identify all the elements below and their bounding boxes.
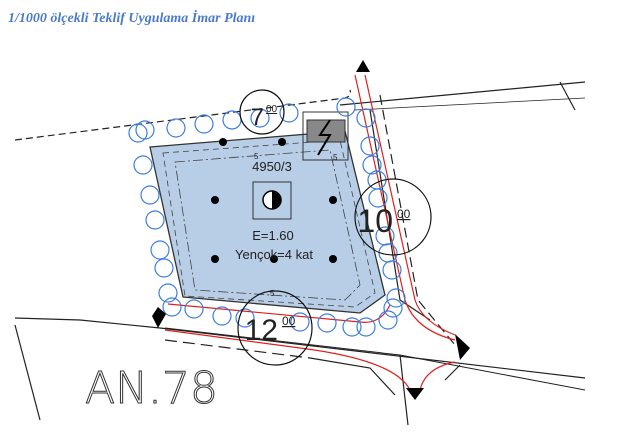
transformer-icon <box>302 111 349 161</box>
svg-text:00: 00 <box>266 104 278 115</box>
svg-text:00: 00 <box>397 207 411 221</box>
svg-text:12: 12 <box>245 314 278 347</box>
road-width-10: 10 00 <box>354 178 432 256</box>
svg-text:00: 00 <box>282 314 296 328</box>
building-dots <box>211 138 337 263</box>
residential-symbol-icon <box>252 181 292 220</box>
road-end-markers <box>152 60 470 400</box>
road-lines <box>14 81 586 426</box>
tree-row <box>128 97 406 337</box>
setback-label: 5 <box>254 152 259 161</box>
max-height: Yençok=4 kat <box>235 247 313 262</box>
floor-area-ratio: E=1.60 <box>252 228 294 243</box>
building-setback-lines <box>162 139 376 308</box>
parcel-id: 4950/3 <box>252 159 292 174</box>
road-width-12: 12 00 <box>237 290 313 366</box>
map-title: 1/1000 ölçekli Teklif Uygulama İmar Plan… <box>8 11 256 26</box>
setback-label: 5 <box>270 289 275 298</box>
road-width-7: 7 00 <box>239 89 285 135</box>
svg-text:10: 10 <box>357 203 393 239</box>
block-label: AN.78 <box>85 363 218 414</box>
svg-text:7: 7 <box>251 104 264 131</box>
setback-label: 5 <box>333 153 338 162</box>
